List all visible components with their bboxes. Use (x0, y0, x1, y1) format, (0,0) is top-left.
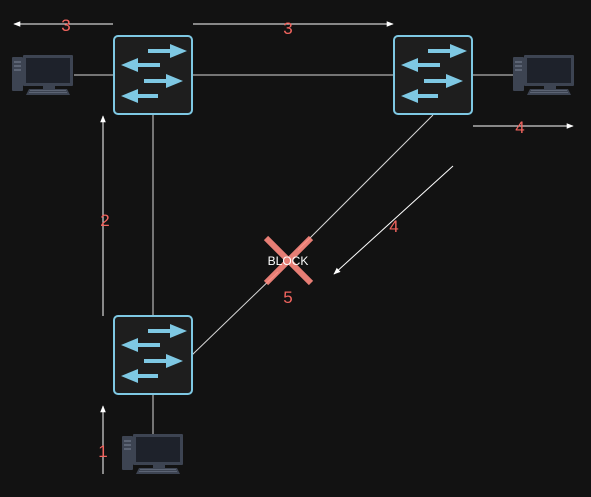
switch-icon (113, 315, 193, 395)
step-label-4-right: 4 (515, 118, 524, 137)
arrow-step4-diagonal (333, 165, 454, 275)
step-label-3-right: 3 (283, 19, 292, 38)
step-label-2: 2 (100, 211, 109, 230)
block-x-icon (263, 235, 314, 286)
pc-top-right[interactable] (513, 55, 574, 95)
desktop-computer-icon (122, 434, 183, 474)
step-label-1: 1 (98, 442, 107, 461)
switch-bottom[interactable] (113, 315, 193, 395)
desktop-computer-icon (12, 55, 73, 95)
pc-top-left[interactable] (12, 55, 73, 95)
switch-icon (393, 35, 473, 115)
switch-top-left[interactable] (113, 35, 193, 115)
step-label-4-diagonal: 4 (389, 217, 398, 236)
switch-icon (113, 35, 193, 115)
flow-arrows (13, 21, 574, 474)
desktop-computer-icon (513, 55, 574, 95)
link-block-to-top-right (297, 114, 434, 251)
network-links (74, 74, 513, 434)
step-label-5: 5 (283, 288, 292, 307)
step-labels: 1 2 3 3 4 4 5 (61, 16, 524, 461)
link-bottom-to-block (191, 271, 279, 356)
pc-bottom[interactable] (122, 434, 183, 474)
block-marker: BLOCK (263, 235, 314, 286)
switch-top-right[interactable] (393, 35, 473, 115)
block-label: BLOCK (268, 254, 309, 268)
step-label-3-left: 3 (61, 16, 70, 35)
